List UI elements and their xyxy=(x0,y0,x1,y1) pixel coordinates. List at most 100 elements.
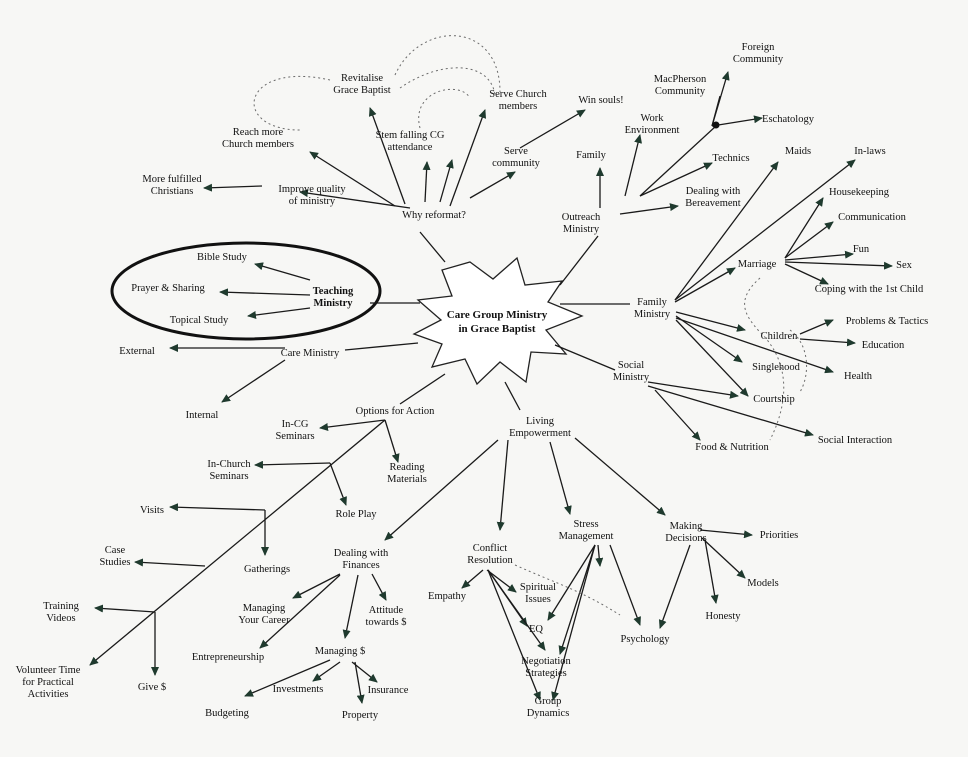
connector-line xyxy=(449,109,487,207)
node-sex: Sex xyxy=(896,260,912,271)
connector-line xyxy=(384,419,400,463)
node-more-fulfilled: More fulfilled Christians xyxy=(142,174,202,197)
dotted-relation xyxy=(418,88,471,129)
connector-line xyxy=(487,569,546,651)
node-maids: Maids xyxy=(784,146,812,157)
node-improve-quality: Improve quality of ministry xyxy=(278,184,346,207)
dotted-relation xyxy=(789,329,808,393)
connector-line xyxy=(799,319,834,335)
connector-line xyxy=(439,159,454,203)
connector-line xyxy=(595,544,604,567)
center-starburst xyxy=(412,256,584,386)
connector-line xyxy=(784,261,893,270)
node-marriage: Marriage xyxy=(737,259,777,270)
node-technics: Technics xyxy=(712,153,750,164)
node-in-church-seminars: In-Church Seminars xyxy=(207,459,251,482)
connector-line xyxy=(399,373,446,405)
connector-line xyxy=(299,189,411,209)
junction-dot xyxy=(712,121,720,129)
node-serve-church: Serve Church members xyxy=(489,89,547,112)
connector-line xyxy=(549,441,572,515)
connector-line xyxy=(384,439,499,541)
node-reach-more: Reach more Church members xyxy=(221,127,295,150)
node-investments: Investments xyxy=(272,684,324,695)
connector-line xyxy=(422,161,431,203)
connector-line xyxy=(254,262,311,281)
connector-line xyxy=(371,573,387,601)
connector-line xyxy=(169,503,266,512)
connector-line xyxy=(658,544,691,629)
connector-line xyxy=(674,267,736,303)
node-outreach-ministry: Outreach Ministry xyxy=(561,212,601,235)
node-food-nutrition: Food & Nutrition xyxy=(695,442,769,453)
node-communication: Communication xyxy=(838,212,906,223)
connector-line xyxy=(699,529,753,539)
connector-line xyxy=(486,569,517,593)
node-work-environment: Work Environment xyxy=(624,113,680,136)
node-teaching-ministry: Teaching Ministry xyxy=(312,286,354,309)
connector-line xyxy=(221,359,286,403)
node-bereavement: Dealing with Bereavement xyxy=(685,186,741,209)
connector-line xyxy=(704,539,719,604)
connector-line xyxy=(134,558,206,567)
node-housekeeping: Housekeeping xyxy=(828,187,890,198)
node-social-interaction: Social Interaction xyxy=(817,435,893,446)
node-children: Children xyxy=(760,331,798,342)
connector-line xyxy=(351,661,378,683)
node-stress-management: Stress Management xyxy=(558,519,614,542)
connector-line xyxy=(419,231,446,263)
connector-line xyxy=(547,544,596,621)
connector-line xyxy=(784,221,834,259)
node-education: Education xyxy=(861,340,905,351)
node-eschatology: Eschatology xyxy=(762,114,814,125)
node-topical-study: Topical Study xyxy=(169,315,229,326)
node-models: Models xyxy=(747,578,779,589)
connector-line xyxy=(574,437,666,516)
connector-line xyxy=(675,311,746,332)
node-living-empowerment: Living Empowerment xyxy=(509,416,571,439)
connector-line xyxy=(344,342,419,351)
connector-line xyxy=(674,161,779,301)
connector-line xyxy=(554,344,616,371)
node-group-dynamics: Group Dynamics xyxy=(526,696,570,719)
node-revitalise: Revitalise Grace Baptist xyxy=(333,73,391,96)
node-care-ministry: Care Ministry xyxy=(280,348,340,359)
connector-line xyxy=(558,544,596,655)
dotted-relation xyxy=(394,35,501,93)
connector-line xyxy=(259,574,341,649)
connector-line xyxy=(309,151,396,207)
connector-line xyxy=(504,381,521,411)
node-case-studies: Case Studies xyxy=(99,545,131,568)
connector-line xyxy=(247,307,311,319)
node-insurance: Insurance xyxy=(367,685,409,696)
connector-line xyxy=(319,419,386,431)
node-dealing-finances: Dealing with Finances xyxy=(333,548,389,571)
connector-line xyxy=(461,569,484,589)
connector-line xyxy=(244,659,331,697)
node-external: External xyxy=(119,346,155,357)
node-managing-money: Managing $ xyxy=(314,646,366,657)
connector-line xyxy=(254,460,331,469)
connector-line xyxy=(312,661,341,682)
connector-line xyxy=(639,162,713,197)
connector-line xyxy=(609,544,641,626)
node-making-decisions: Making Decisions xyxy=(665,521,707,544)
connector-line xyxy=(647,385,814,437)
node-stem-falling: Stem falling CG attendance xyxy=(375,130,445,153)
node-serve-community: Serve community xyxy=(492,146,540,169)
node-bible-study: Bible Study xyxy=(197,252,247,263)
node-internal: Internal xyxy=(185,410,219,421)
connector-line xyxy=(639,125,717,197)
connector-line xyxy=(624,134,642,197)
node-volunteer-time: Volunteer Time for Practical Activities xyxy=(15,665,81,700)
node-problems-tactics: Problems & Tactics xyxy=(845,316,929,327)
node-options-for-action: Options for Action xyxy=(355,406,435,417)
connector-line xyxy=(784,263,829,285)
node-macpherson: MacPherson Community xyxy=(653,74,707,97)
node-social-ministry: Social Ministry xyxy=(612,360,650,383)
node-reading-materials: Reading Materials xyxy=(387,462,427,485)
connector-line xyxy=(219,288,311,297)
node-managing-career: Managing Your Career xyxy=(238,603,290,626)
